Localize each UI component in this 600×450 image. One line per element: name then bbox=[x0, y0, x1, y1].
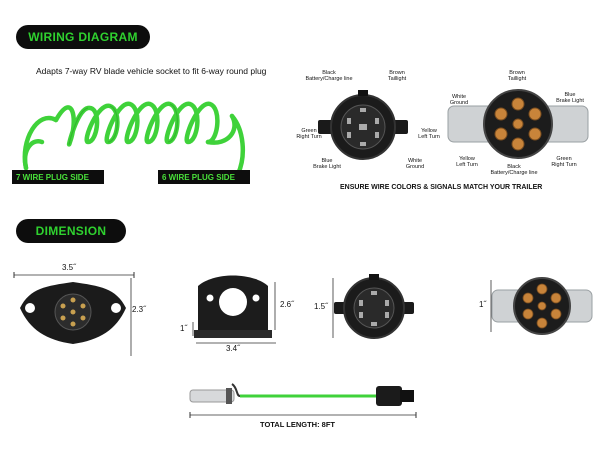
bracket-flange-label: 1˝ bbox=[180, 324, 188, 333]
six-way-label-blue: Blue Brake Light bbox=[556, 92, 584, 104]
bracket-flange-line bbox=[192, 322, 194, 336]
right-plug-side-tag: 6 WIRE PLUG SIDE bbox=[158, 170, 250, 184]
mounting-bracket-image bbox=[194, 275, 272, 338]
seven-way-label-brown: Brown Taillight bbox=[387, 70, 407, 82]
six-way-label-brown: Brown Taillight bbox=[507, 70, 527, 82]
right-plug-side-tag-text: 6 WIRE PLUG SIDE bbox=[162, 172, 235, 182]
seven-way-label-green: Green Right Turn bbox=[296, 128, 322, 140]
wiring-subtitle: Adapts 7-way RV blade vehicle socket to … bbox=[36, 66, 267, 76]
seven-way-label-blue: Blue Brake Light bbox=[313, 158, 341, 170]
six-way-label-black: Black Battery/Charge line bbox=[490, 164, 538, 176]
six-way-label-white: White Ground bbox=[449, 94, 469, 106]
seven-way-plug-face bbox=[318, 90, 408, 160]
ensure-wire-note: ENSURE WIRE COLORS & SIGNALS MATCH YOUR … bbox=[340, 184, 543, 191]
round-plug-height-line bbox=[332, 278, 334, 338]
seven-way-socket-image bbox=[20, 282, 126, 344]
six-way-height-line bbox=[490, 280, 492, 332]
seven-way-label-black: Black Battery/Charge line bbox=[305, 70, 353, 82]
bracket-width-label: 3.4˝ bbox=[226, 344, 240, 353]
coiled-cable-image bbox=[22, 101, 245, 177]
dimension-title: DIMENSION bbox=[16, 219, 126, 243]
six-way-dimension-image bbox=[491, 277, 593, 335]
bracket-height-line bbox=[274, 282, 276, 330]
socket-width-label: 3.5˝ bbox=[62, 263, 76, 272]
six-way-label-green: Green Right Turn bbox=[551, 156, 577, 168]
seven-way-label-white: White Ground bbox=[405, 158, 425, 170]
round-plug-height-label: 1.5˝ bbox=[314, 302, 328, 311]
left-plug-side-tag: 7 WIRE PLUG SIDE bbox=[12, 170, 104, 184]
bracket-height-label: 2.6˝ bbox=[280, 300, 294, 309]
bracket-width-line bbox=[196, 342, 276, 344]
six-way-height-label: 1˝ bbox=[479, 300, 487, 309]
wiring-diagram-title: WIRING DIAGRAM bbox=[16, 25, 150, 49]
left-plug-side-tag-text: 7 WIRE PLUG SIDE bbox=[16, 172, 89, 182]
total-length-line bbox=[189, 412, 417, 418]
dimension-title-text: DIMENSION bbox=[35, 224, 107, 238]
round-plug-image bbox=[334, 274, 414, 339]
socket-width-line bbox=[13, 272, 135, 278]
total-length-label: TOTAL LENGTH: 8FT bbox=[260, 420, 335, 429]
socket-height-label: 2.3˝ bbox=[132, 305, 146, 314]
socket-height-line bbox=[130, 278, 132, 356]
straight-cable-image bbox=[189, 383, 414, 406]
six-way-connector-face bbox=[447, 89, 589, 159]
wiring-diagram-title-text: WIRING DIAGRAM bbox=[28, 30, 138, 44]
six-way-label-yellow: Yellow Left Turn bbox=[456, 156, 478, 168]
seven-way-label-yellow: Yellow Left Turn bbox=[418, 128, 440, 140]
